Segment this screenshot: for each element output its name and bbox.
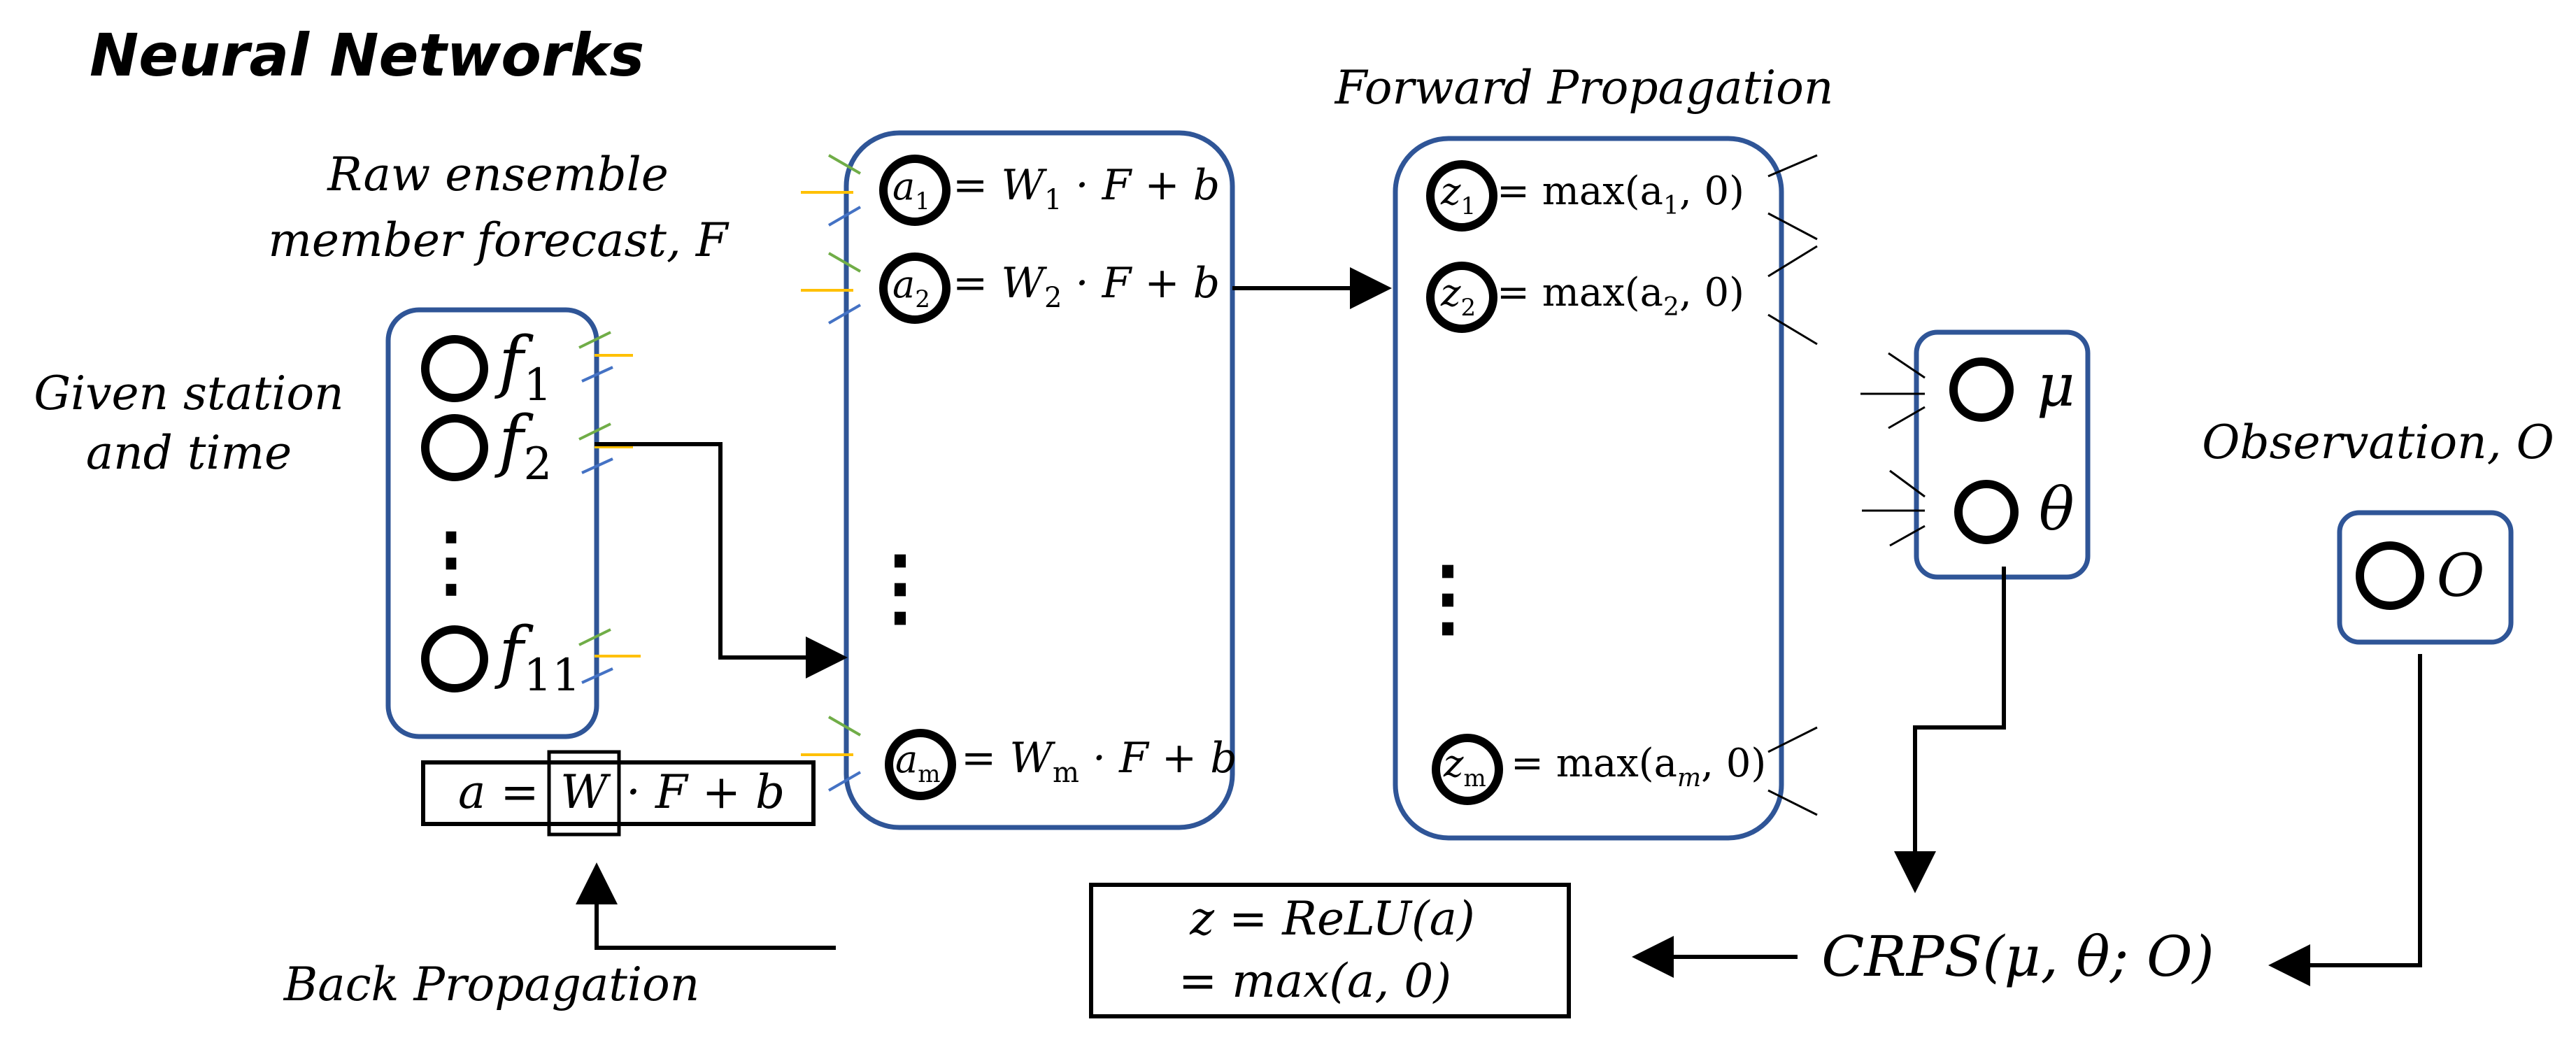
relu-formula: z = ReLU(a) = max(a, 0) [1089,883,1571,1018]
node-circle [421,414,488,481]
node-circle [1426,160,1497,232]
weight-formula-W: W [560,765,611,819]
relu-node-zm: zm = max(am, 0) [1432,734,1766,805]
node-circle [1432,734,1503,805]
input-ellipsis: ⋮ [413,516,490,606]
linear-node-am: am = Wm · F + b [885,729,1237,800]
relu-layer-box [1393,136,1784,841]
relu-formula-line1: z = ReLU(a) [1189,892,1474,946]
weight-highlight-box [547,750,621,837]
input-weight-ticks [578,331,641,684]
linear-weight-ticks [801,154,862,792]
station-label-line2: and time [86,426,292,480]
node-equation: = Wm · F + b [961,734,1237,789]
input-node-f1: f1 [421,322,552,411]
linear-layer-box [844,130,1235,830]
input-layer: f1 f2 ⋮ f11 [385,307,641,739]
arrow-theta-to-crps [1894,567,2006,893]
input-layer-box [385,307,599,739]
arrow-observation-to-crps [2268,654,2422,986]
node-circle [879,155,951,226]
node-label: a2 [892,262,930,313]
relu-node-z1: z1 = max(a1, 0) [1426,160,1744,232]
input-node-f2: f2 [421,401,552,490]
linear-ellipsis: ⋮ [858,537,942,636]
crps-loss: CRPS(μ, θ; O) [1821,924,2214,989]
arrow-back-propagation [576,862,836,950]
weight-formula-rest: · F + b [626,765,785,819]
output-node-mu: μ [1949,351,2075,422]
input-node-f11: f11 [421,613,581,702]
output-layer: μ θ [1860,329,2091,580]
observation-box [2337,510,2514,645]
node-label: f11 [494,613,581,702]
node-label: θ [2039,475,2075,543]
linear-layer: a1 = W1 · F + b a2 = W2 · F + b ⋮ am = W… [801,130,1237,830]
node-circle [1949,357,2014,422]
arrows [576,267,2422,986]
output-input-ticks [1860,352,1926,547]
linear-node-a1: a1 = W1 · F + b [879,155,1220,226]
node-equation: = W2 · F + b [953,259,1220,314]
node-label: z2 [1440,271,1476,322]
weight-formula-a: a = [458,765,539,819]
diagram-title: Neural Networks [90,21,644,90]
node-equation: = max(a1, 0) [1497,169,1744,220]
linear-node-a2: a2 = W2 · F + b [879,253,1220,324]
node-label: a1 [892,164,930,215]
node-circle [885,729,956,800]
node-label: zm [1443,741,1486,792]
relu-formula-box [1089,883,1571,1018]
relu-formula-line2: = max(a, 0) [1179,954,1451,1008]
relu-ellipsis: ⋮ [1406,548,1490,646]
forward-propagation-label: Forward Propagation [1335,61,1834,115]
back-propagation-label: Back Propagation [283,958,700,1011]
node-equation: = max(a2, 0) [1497,270,1744,322]
node-label: μ [2037,351,2075,420]
arrow-input-to-linear [595,442,848,678]
node-equation: = W1 · F + b [953,161,1220,216]
node-label: am [895,737,940,788]
node-circle [1954,480,2019,544]
relu-node-z2: z2 = max(a2, 0) [1426,262,1744,333]
observation-label: Observation, O [2202,415,2554,469]
node-circle [421,335,488,402]
node-circle [879,253,951,324]
relu-layer: z1 = max(a1, 0) z2 = max(a2, 0) ⋮ zm = m… [1393,136,1818,841]
relu-output-ticks [1767,154,1818,816]
observation-node-label: O [2437,541,2485,610]
node-circle [1426,262,1497,333]
node-label: f2 [494,401,552,490]
output-node-theta: θ [1954,475,2075,544]
node-equation: = max(am, 0) [1511,741,1766,792]
observation-node-circle [2356,541,2424,610]
node-label: f1 [494,322,552,411]
raw-forecast-label-line1: Raw ensemble [327,148,669,201]
weight-formula: a = W · F + b [421,750,816,837]
node-label: z1 [1440,169,1476,220]
node-circle [421,625,488,692]
raw-forecast-label-line2: member forecast, F [268,213,729,267]
station-label-line1: Given station [34,367,343,420]
observation-node-group: O [2337,510,2514,645]
